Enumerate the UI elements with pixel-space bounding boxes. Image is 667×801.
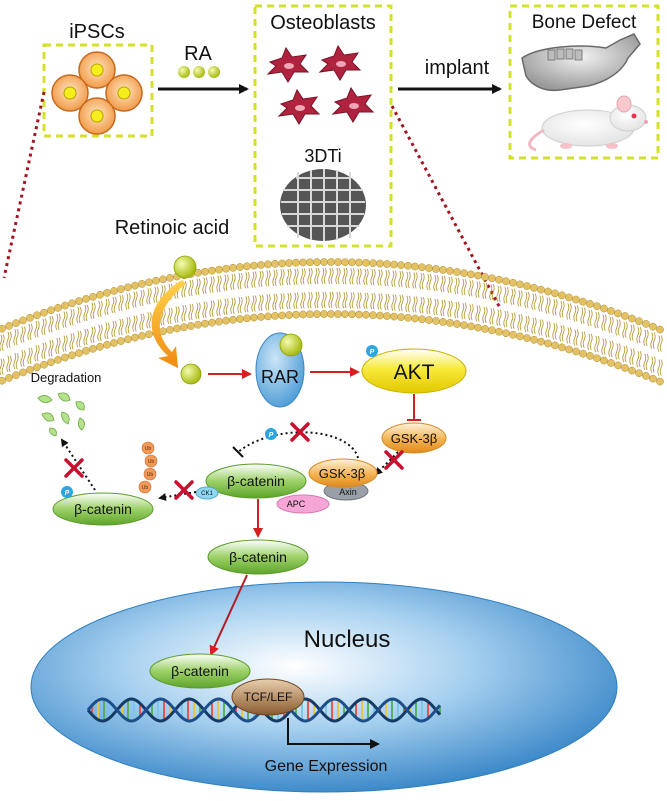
gsk3b-free-node: GSK-3β [381,422,447,454]
stem-cell-nuclei [63,63,131,123]
tcf-lef-factor: TCF/LEF [231,678,305,716]
blocked-gsk-to-complex [374,451,399,476]
mandible-bone [521,33,641,92]
implant-label: implant [425,57,490,79]
block-x-ubiquitination [174,480,194,500]
gsk3b-free-label: GSK-3β [391,431,438,446]
akt-node: AKT P [361,345,467,394]
block-x-loop [290,422,310,442]
degraded-fragments [37,392,85,437]
bone-defect-panel: Bone Defect [508,4,660,160]
ra-label: RA [184,43,212,65]
svg-text:Ub: Ub [145,446,152,452]
retinoic-acid-molecule [173,255,197,279]
apc-label: APC [287,499,306,509]
block-x-gsk [384,450,404,470]
osteoblasts-label: Osteoblasts [270,12,376,34]
free-beta-catenin: β-catenin [207,539,309,575]
ipscs-panel: iPSCs [42,21,154,138]
zoom-line-right [390,105,502,309]
mouse-figure [528,95,648,152]
ub-phospho-badge [61,486,73,498]
rar-receptor: RAR [255,332,305,408]
bone-defect-label: Bone Defect [532,12,637,33]
beta-catenin-complex-label: β-catenin [227,473,285,489]
gsk3b-complex-label: GSK-3β [319,466,366,481]
svg-text:Ub: Ub [142,485,149,491]
ubiquitin-chain: Ub Ub Ub Ub [138,441,158,494]
ubiquitinated-beta-catenin: β-catenin P Ub Ub Ub Ub [52,441,158,526]
retinoic-acid-intracellular [180,363,202,385]
ub-phospho-label: P [65,490,70,497]
zoom-line-left [2,91,46,279]
beta-catenin-nuclear-label: β-catenin [171,663,229,679]
destruction-complex: APC Axin GSK-3β β-catenin CK1 [195,458,378,514]
axin-label: Axin [339,487,357,497]
nucleus-label: Nucleus [304,626,391,653]
blocked-phosphorylation-loop [237,431,359,459]
ra-molecules [178,66,220,78]
nucleus [30,581,618,793]
loop-inhibition-bar [232,446,244,458]
svg-text:Ub: Ub [147,472,154,478]
loop-phospho-label: P [269,432,274,439]
ipscs-label: iPSCs [69,21,125,43]
loop-phospho-badge [265,428,277,440]
block-x-degradation [64,458,84,478]
akt-phospho-label: P [370,349,375,356]
osteoblast-nuclei [284,61,359,111]
akt-phospho-badge [366,345,378,357]
gene-expression-label: Gene Expression [265,758,388,775]
titanium-scaffold [280,169,366,241]
cell-membrane [0,258,664,386]
retinoic-acid-label: Retinoic acid [115,217,230,239]
osteoblasts-panel: Osteoblasts 3DTi [253,4,393,248]
osteoblast-cells [266,44,375,125]
beta-catenin-ub-label: β-catenin [74,501,132,517]
transcription-arrow [287,718,380,749]
akt-label: AKT [394,361,435,384]
beta-catenin-free-label: β-catenin [229,549,287,565]
tcf-lef-label: TCF/LEF [244,690,293,704]
mandible-teeth [547,48,583,61]
arrow-nuclear-translocation [209,574,248,656]
ck1-label: CK1 [201,491,213,497]
degradation-label: Degradation [31,370,102,385]
threedti-label: 3DTi [304,146,341,166]
svg-text:Ub: Ub [148,459,155,465]
rar-label: RAR [261,367,299,387]
membrane-crossing-arrow [151,280,186,368]
nuclear-beta-catenin: β-catenin [149,653,251,689]
blocked-complex-to-ubiquitination [158,491,197,501]
